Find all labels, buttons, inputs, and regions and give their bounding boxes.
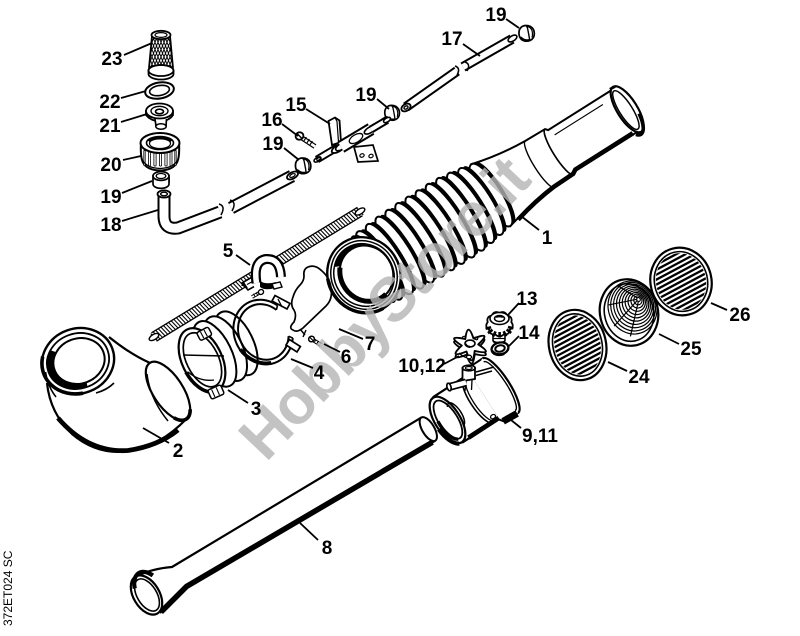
svg-text:17: 17 [441,29,462,50]
svg-text:10,12: 10,12 [398,356,446,377]
svg-text:20: 20 [100,155,121,176]
svg-text:23: 23 [101,49,122,70]
svg-text:19: 19 [262,134,283,155]
svg-text:7: 7 [365,334,376,355]
svg-text:21: 21 [99,116,121,137]
svg-text:3: 3 [251,399,262,420]
svg-text:372ET024 SC: 372ET024 SC [1,550,15,626]
svg-text:2: 2 [173,441,184,462]
svg-text:1: 1 [542,228,553,249]
svg-text:6: 6 [341,347,352,368]
svg-text:16: 16 [261,110,282,131]
svg-text:18: 18 [100,215,121,236]
svg-text:19: 19 [100,187,121,208]
svg-text:22: 22 [99,92,120,113]
svg-text:19: 19 [355,85,376,106]
svg-text:9,11: 9,11 [522,426,558,447]
svg-text:19: 19 [485,5,506,26]
svg-text:13: 13 [516,289,537,310]
svg-text:8: 8 [322,538,333,559]
svg-text:4: 4 [314,363,325,384]
svg-text:15: 15 [285,95,307,116]
svg-text:14: 14 [518,323,540,344]
svg-text:5: 5 [223,241,234,262]
svg-text:24: 24 [628,367,650,388]
svg-text:25: 25 [680,339,702,360]
svg-text:26: 26 [729,305,750,326]
